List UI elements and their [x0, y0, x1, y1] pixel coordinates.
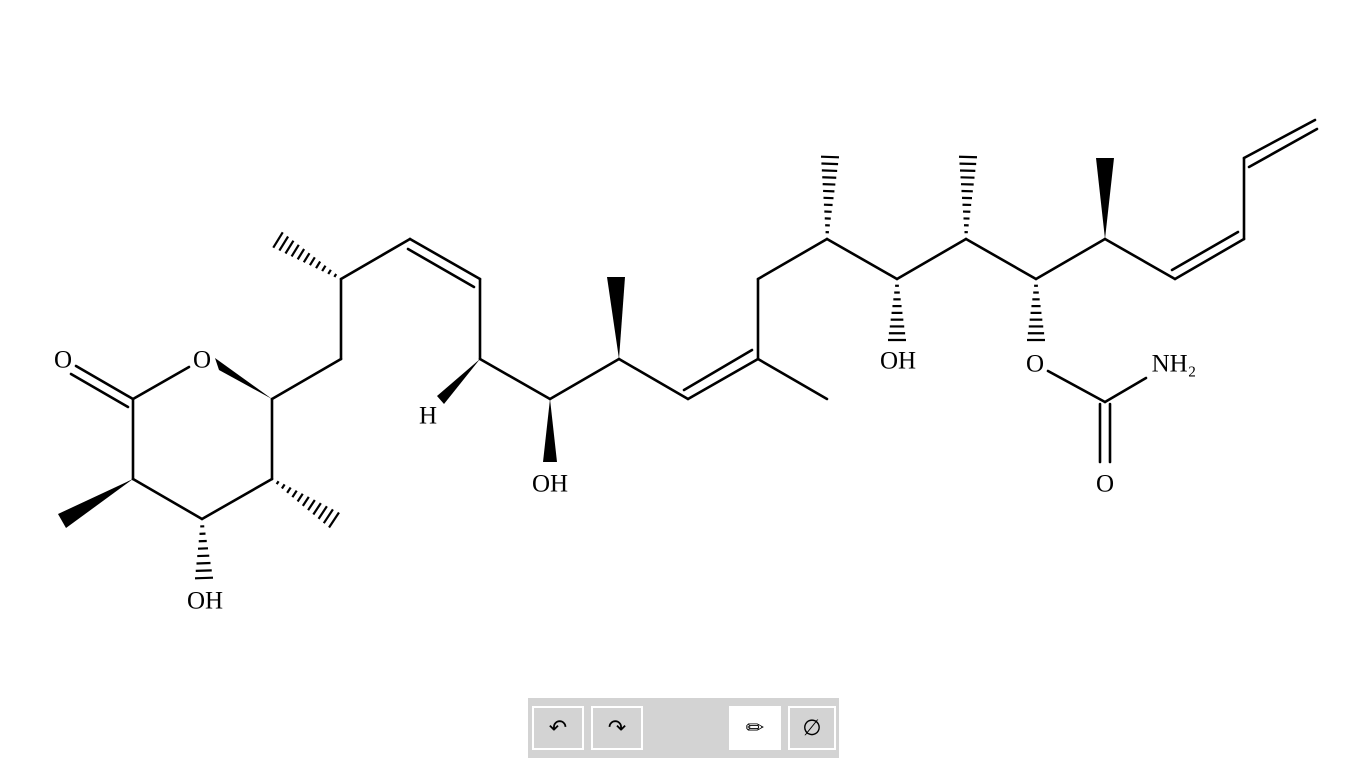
hash-segment: [821, 162, 839, 166]
hash-segment: [321, 265, 327, 272]
atom-label-oh-2: OH: [880, 348, 916, 375]
atom-labels: O O OH H OH OH O NH₂ O: [54, 347, 1196, 615]
hash-segment: [275, 480, 280, 485]
draw-button[interactable]: ✏: [729, 706, 781, 750]
bonds: [58, 118, 1319, 528]
hashed-bonds: [194, 155, 1045, 580]
hash-segment: [291, 490, 298, 498]
wedge-bond: [607, 277, 625, 359]
wedge-bond: [437, 359, 480, 404]
clear-button[interactable]: ∅: [788, 706, 836, 750]
hash-segment: [281, 483, 286, 490]
hash-segment: [308, 256, 316, 266]
hash-segment: [822, 176, 837, 179]
undo-button[interactable]: ↶: [532, 706, 584, 750]
hash-segment: [301, 496, 310, 507]
hash-segment: [296, 248, 306, 260]
redo-button[interactable]: ↷: [591, 706, 643, 750]
toolbar: ↶ ↷ ✏ ∅: [528, 698, 839, 758]
hash-segment: [302, 252, 311, 263]
hash-segment: [195, 569, 212, 572]
wedge-bond: [58, 479, 133, 528]
hash-segment: [272, 231, 284, 249]
hash-segment: [317, 505, 328, 520]
atom-label-h: H: [419, 403, 437, 430]
hash-segment: [284, 240, 295, 255]
wedge-bond: [1096, 158, 1114, 239]
empty-set-icon: ∅: [802, 715, 822, 741]
atom-label-ring-o: O: [193, 347, 211, 374]
atom-label-oh-1: OH: [532, 471, 568, 498]
hash-segment: [286, 486, 292, 494]
hash-segment: [333, 273, 338, 278]
atom-label-ring-oh: OH: [187, 588, 223, 615]
atom-label-carbonyl-o: O: [54, 347, 72, 374]
hash-segment: [322, 508, 334, 524]
hash-segment: [821, 169, 838, 173]
undo-icon: ↶: [548, 715, 568, 741]
hash-segment: [194, 576, 214, 580]
atom-label-carbamate-o: O: [1026, 351, 1044, 378]
hash-segment: [328, 511, 340, 529]
atom-label-carbamate-carbonyl-o: O: [1096, 471, 1114, 498]
hash-segment: [315, 260, 322, 269]
hash-segment: [307, 499, 316, 511]
hash-segment: [312, 502, 322, 516]
wedge-bond: [543, 399, 557, 462]
pencil-icon: ✏: [745, 715, 765, 741]
hash-segment: [296, 493, 304, 503]
molecule-canvas[interactable]: O O OH H OH OH O NH₂ O: [0, 0, 1366, 690]
hash-segment: [290, 244, 300, 258]
atom-label-nh2: NH₂: [1152, 351, 1197, 378]
wedge-bond: [215, 358, 272, 399]
hash-segment: [278, 235, 290, 252]
hash-segment: [327, 269, 332, 275]
hash-segment: [820, 155, 840, 159]
redo-icon: ↷: [607, 715, 627, 741]
